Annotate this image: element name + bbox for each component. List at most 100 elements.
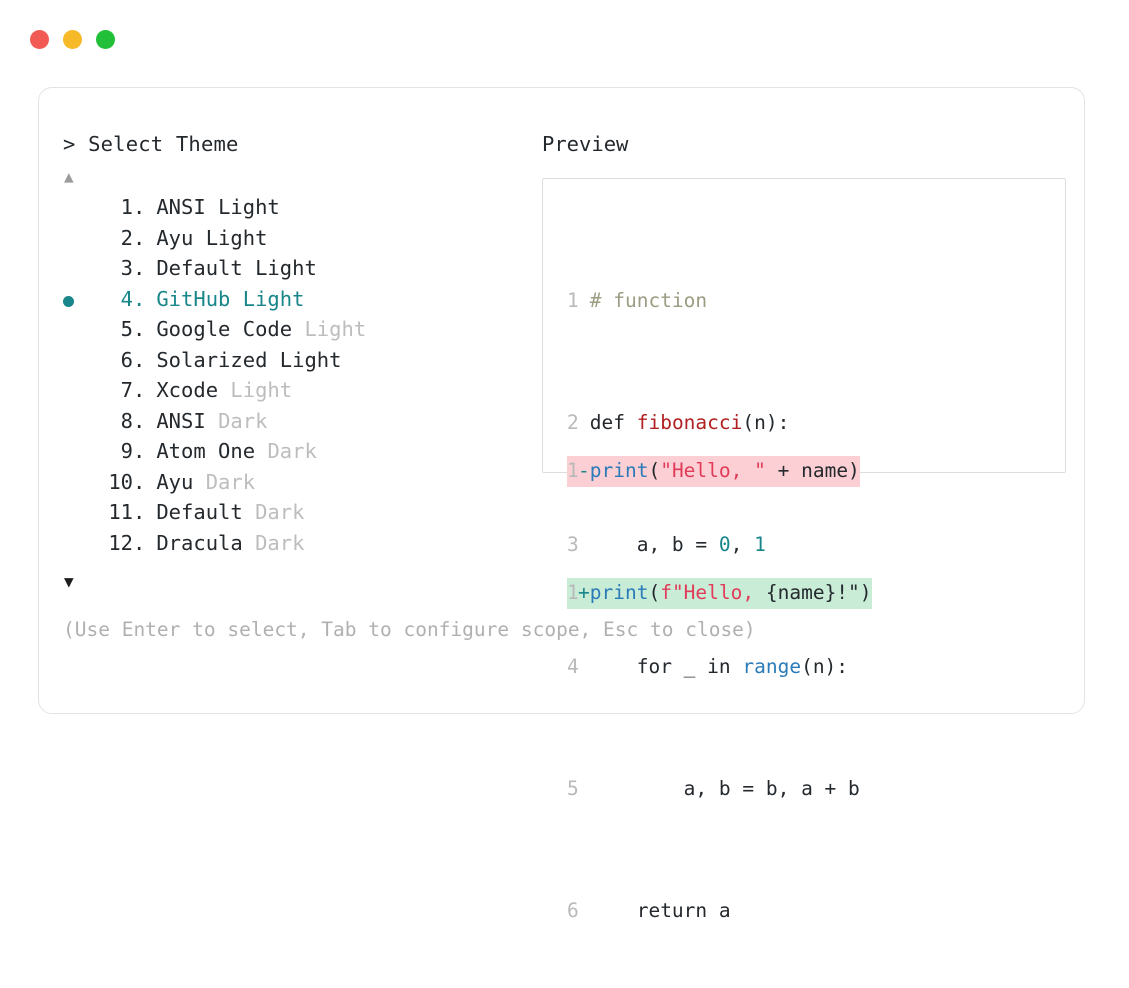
token-punctuation: , <box>730 533 755 556</box>
theme-list-item[interactable]: 9.Atom One Dark <box>63 439 533 470</box>
token-string: f"Hello, <box>660 581 755 604</box>
theme-item-index: 11 <box>108 500 133 524</box>
theme-item-name: Dracula <box>156 530 243 555</box>
token-text: for _ in <box>589 655 743 678</box>
theme-item-variant: Dark <box>205 469 256 494</box>
selection-bullet-cell <box>63 439 87 470</box>
maximize-window-button[interactable] <box>96 30 115 49</box>
line-number: 1 <box>567 459 579 482</box>
spacer <box>243 531 255 555</box>
token-punctuation: (n): <box>801 655 849 678</box>
theme-item-index: 5 <box>120 317 133 341</box>
theme-item-variant: Light <box>304 317 367 341</box>
diff-removed-line: 1 - print("Hello, " + name) <box>567 456 860 487</box>
theme-item-index-dot: . <box>133 469 146 494</box>
theme-item-index: 7 <box>120 378 133 402</box>
token-punctuation: ( <box>648 459 661 482</box>
selection-bullet-cell <box>63 317 87 348</box>
code-line: 3 a, b = 0, 1 <box>567 530 860 561</box>
theme-item-index-dot: . <box>133 378 146 402</box>
spacer <box>230 287 242 311</box>
diff-marker: + <box>578 581 590 604</box>
preview-box: 1 # function 2 def fibonacci(n): 3 a, b … <box>542 178 1066 922</box>
theme-item-variant: Light <box>230 378 293 402</box>
theme-item-name: Ayu <box>156 225 194 250</box>
theme-item-index: 1 <box>120 195 133 219</box>
token-text: {name}!") <box>754 581 872 604</box>
theme-list-item[interactable]: 12.Dracula Dark <box>63 531 533 562</box>
theme-list-item[interactable]: 5. Google Code Light <box>63 317 533 348</box>
token-punctuation: (n): <box>742 411 790 434</box>
spacer <box>206 195 218 219</box>
theme-list-item[interactable]: 4.GitHub Light <box>63 287 533 318</box>
theme-item-variant: Light <box>218 195 280 219</box>
selection-bullet-cell <box>63 256 87 287</box>
scroll-down-indicator-icon[interactable]: ▼ <box>64 572 74 591</box>
spacer <box>267 348 279 372</box>
code-line: 6 return a <box>567 896 860 927</box>
theme-item-index: 3 <box>120 256 133 280</box>
theme-item-index: 10 <box>108 469 133 494</box>
selection-bullet-cell <box>63 195 87 226</box>
close-window-button[interactable] <box>30 30 49 49</box>
preview-label: Preview <box>542 132 629 156</box>
line-number: 4 <box>567 655 579 678</box>
token-text: + name) <box>765 459 860 482</box>
theme-item-index: 6 <box>120 347 133 372</box>
line-number: 5 <box>567 777 579 800</box>
line-number: 1 <box>567 581 579 604</box>
theme-item-name: Default <box>156 500 243 524</box>
theme-item-name: Atom One <box>156 439 256 463</box>
token-function-call: print <box>589 459 649 482</box>
code-line: 5 a, b = b, a + b <box>567 774 860 805</box>
theme-item-name: Google Code <box>156 317 293 341</box>
theme-list-item[interactable]: 1.ANSI Light <box>63 195 533 226</box>
theme-item-index-dot: . <box>133 225 146 250</box>
diff-sample: 1 - print("Hello, " + name) 1 + print( f"… <box>567 395 872 670</box>
line-number: 2 <box>567 411 579 434</box>
theme-item-index-dot: . <box>133 408 146 433</box>
theme-item-variant: Light <box>205 225 268 250</box>
theme-item-index-dot: . <box>133 256 146 280</box>
code-line: 4 for _ in range(n): <box>567 652 860 683</box>
selection-bullet-cell <box>63 500 87 531</box>
selection-bullet-cell <box>63 378 87 409</box>
theme-item-variant: Light <box>242 286 305 311</box>
theme-item-index-dot: . <box>133 500 146 524</box>
selection-bullet-cell <box>63 409 87 440</box>
theme-item-name: Ayu <box>156 469 194 494</box>
selected-bullet-icon <box>63 296 74 308</box>
spacer <box>193 470 205 494</box>
theme-list-item[interactable]: 3. Default Light <box>63 256 533 287</box>
spacer <box>206 409 218 433</box>
spacer <box>243 500 255 524</box>
theme-item-index: 9 <box>120 439 133 463</box>
theme-list-item[interactable]: 11.Default Dark <box>63 500 533 531</box>
selection-bullet-cell <box>63 470 87 501</box>
theme-item-index-dot: . <box>133 286 146 311</box>
theme-item-index-dot: . <box>133 317 146 341</box>
spacer <box>218 378 230 402</box>
theme-item-name: GitHub <box>156 286 231 311</box>
theme-item-index-dot: . <box>133 439 146 463</box>
theme-list-item[interactable]: 7.Xcode Light <box>63 378 533 409</box>
scroll-up-indicator-icon[interactable]: ▲ <box>64 167 74 186</box>
theme-item-variant: Light <box>255 256 317 280</box>
line-number: 1 <box>567 289 579 312</box>
theme-list-item[interactable]: 2.Ayu Light <box>63 226 533 257</box>
theme-item-index-dot: . <box>133 347 146 372</box>
diff-marker: - <box>578 459 590 482</box>
code-line: 1 # function <box>567 286 860 317</box>
theme-item-name: Default <box>156 256 243 280</box>
theme-list-item[interactable]: 6.Solarized Light <box>63 348 533 379</box>
theme-item-variant: Dark <box>255 530 305 555</box>
keyboard-hint-text: (Use Enter to select, Tab to configure s… <box>63 618 756 641</box>
minimize-window-button[interactable] <box>63 30 82 49</box>
theme-item-name: ANSI <box>156 408 206 433</box>
theme-list-item[interactable]: 8.ANSI Dark <box>63 409 533 440</box>
theme-item-variant: Light <box>279 347 342 372</box>
selection-bullet-cell <box>63 287 87 318</box>
theme-list-item[interactable]: 10. Ayu Dark <box>63 470 533 501</box>
